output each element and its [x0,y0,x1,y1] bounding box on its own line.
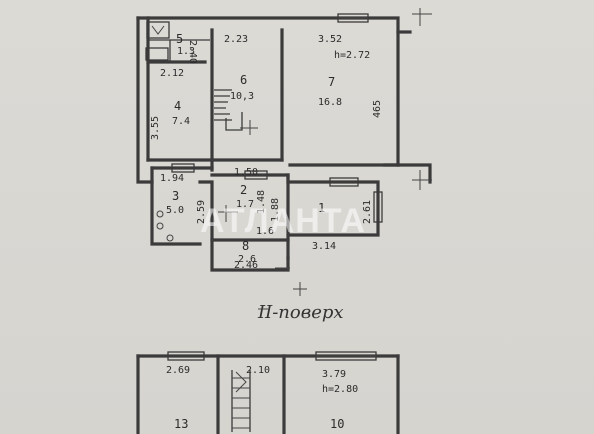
dim-1-50: 1.50 [234,167,258,178]
toilet-icon [146,21,170,39]
dim-2-10: 2.10 [246,365,270,376]
dim-4-65: 465 [372,100,383,118]
dim-2-61: 2.61 [362,200,373,224]
dim-3-79: 3.79 [322,369,346,380]
room-2-area: 1.7 [236,199,254,210]
room-13-label: 13 [174,417,188,431]
height-2-72: h=2.72 [334,50,370,61]
room-10-label: 10 [330,417,344,431]
dim-2-59: 2.59 [196,200,207,224]
height-2-80: h=2.80 [322,384,358,395]
room-5-label: 5 [176,32,183,46]
room-7-label: 7 [328,75,335,89]
room-6-label: 6 [240,73,247,87]
stove-icon [156,210,174,242]
dim-2-40: 2.40 [187,40,198,64]
dim-3-52: 3.52 [318,34,342,45]
dim-1-48: 1.48 [256,190,267,214]
room-1-label: 1 [318,201,325,215]
room-4-area: 7.4 [172,116,190,127]
room-7-area: 16.8 [318,97,342,108]
staircase-icon [214,89,243,131]
floor1-plan [136,351,400,434]
room-3-area: 5.0 [166,205,184,216]
dim-2-23: 2.23 [224,34,248,45]
dim-2-46: 2.46 [234,260,258,271]
room-4-label: 4 [174,99,181,113]
floor-label: II-поверх [257,302,344,323]
dim-1-94: 1.94 [160,173,184,184]
dim-1-6: 1.6 [256,226,274,237]
room-3-label: 3 [172,189,179,203]
room-8-label: 8 [242,239,249,253]
room-6-area: 10,3 [230,91,254,102]
dim-1-88: 1.88 [270,198,281,222]
floor1-staircase-icon [231,370,251,432]
room-5-area: 1.3 [177,46,195,57]
room-8-area: 2.6 [238,254,256,265]
watermark-text: АТЛАНТА [200,202,366,240]
dim-3-14: 3.14 [312,241,336,252]
room-2-label: 2 [240,183,247,197]
dim-2-12: 2.12 [160,68,184,79]
bathtub-icon [218,205,238,222]
dim-2-69: 2.69 [166,365,190,376]
floor2-plan [136,8,432,296]
dim-3-55: 3.55 [150,116,161,140]
